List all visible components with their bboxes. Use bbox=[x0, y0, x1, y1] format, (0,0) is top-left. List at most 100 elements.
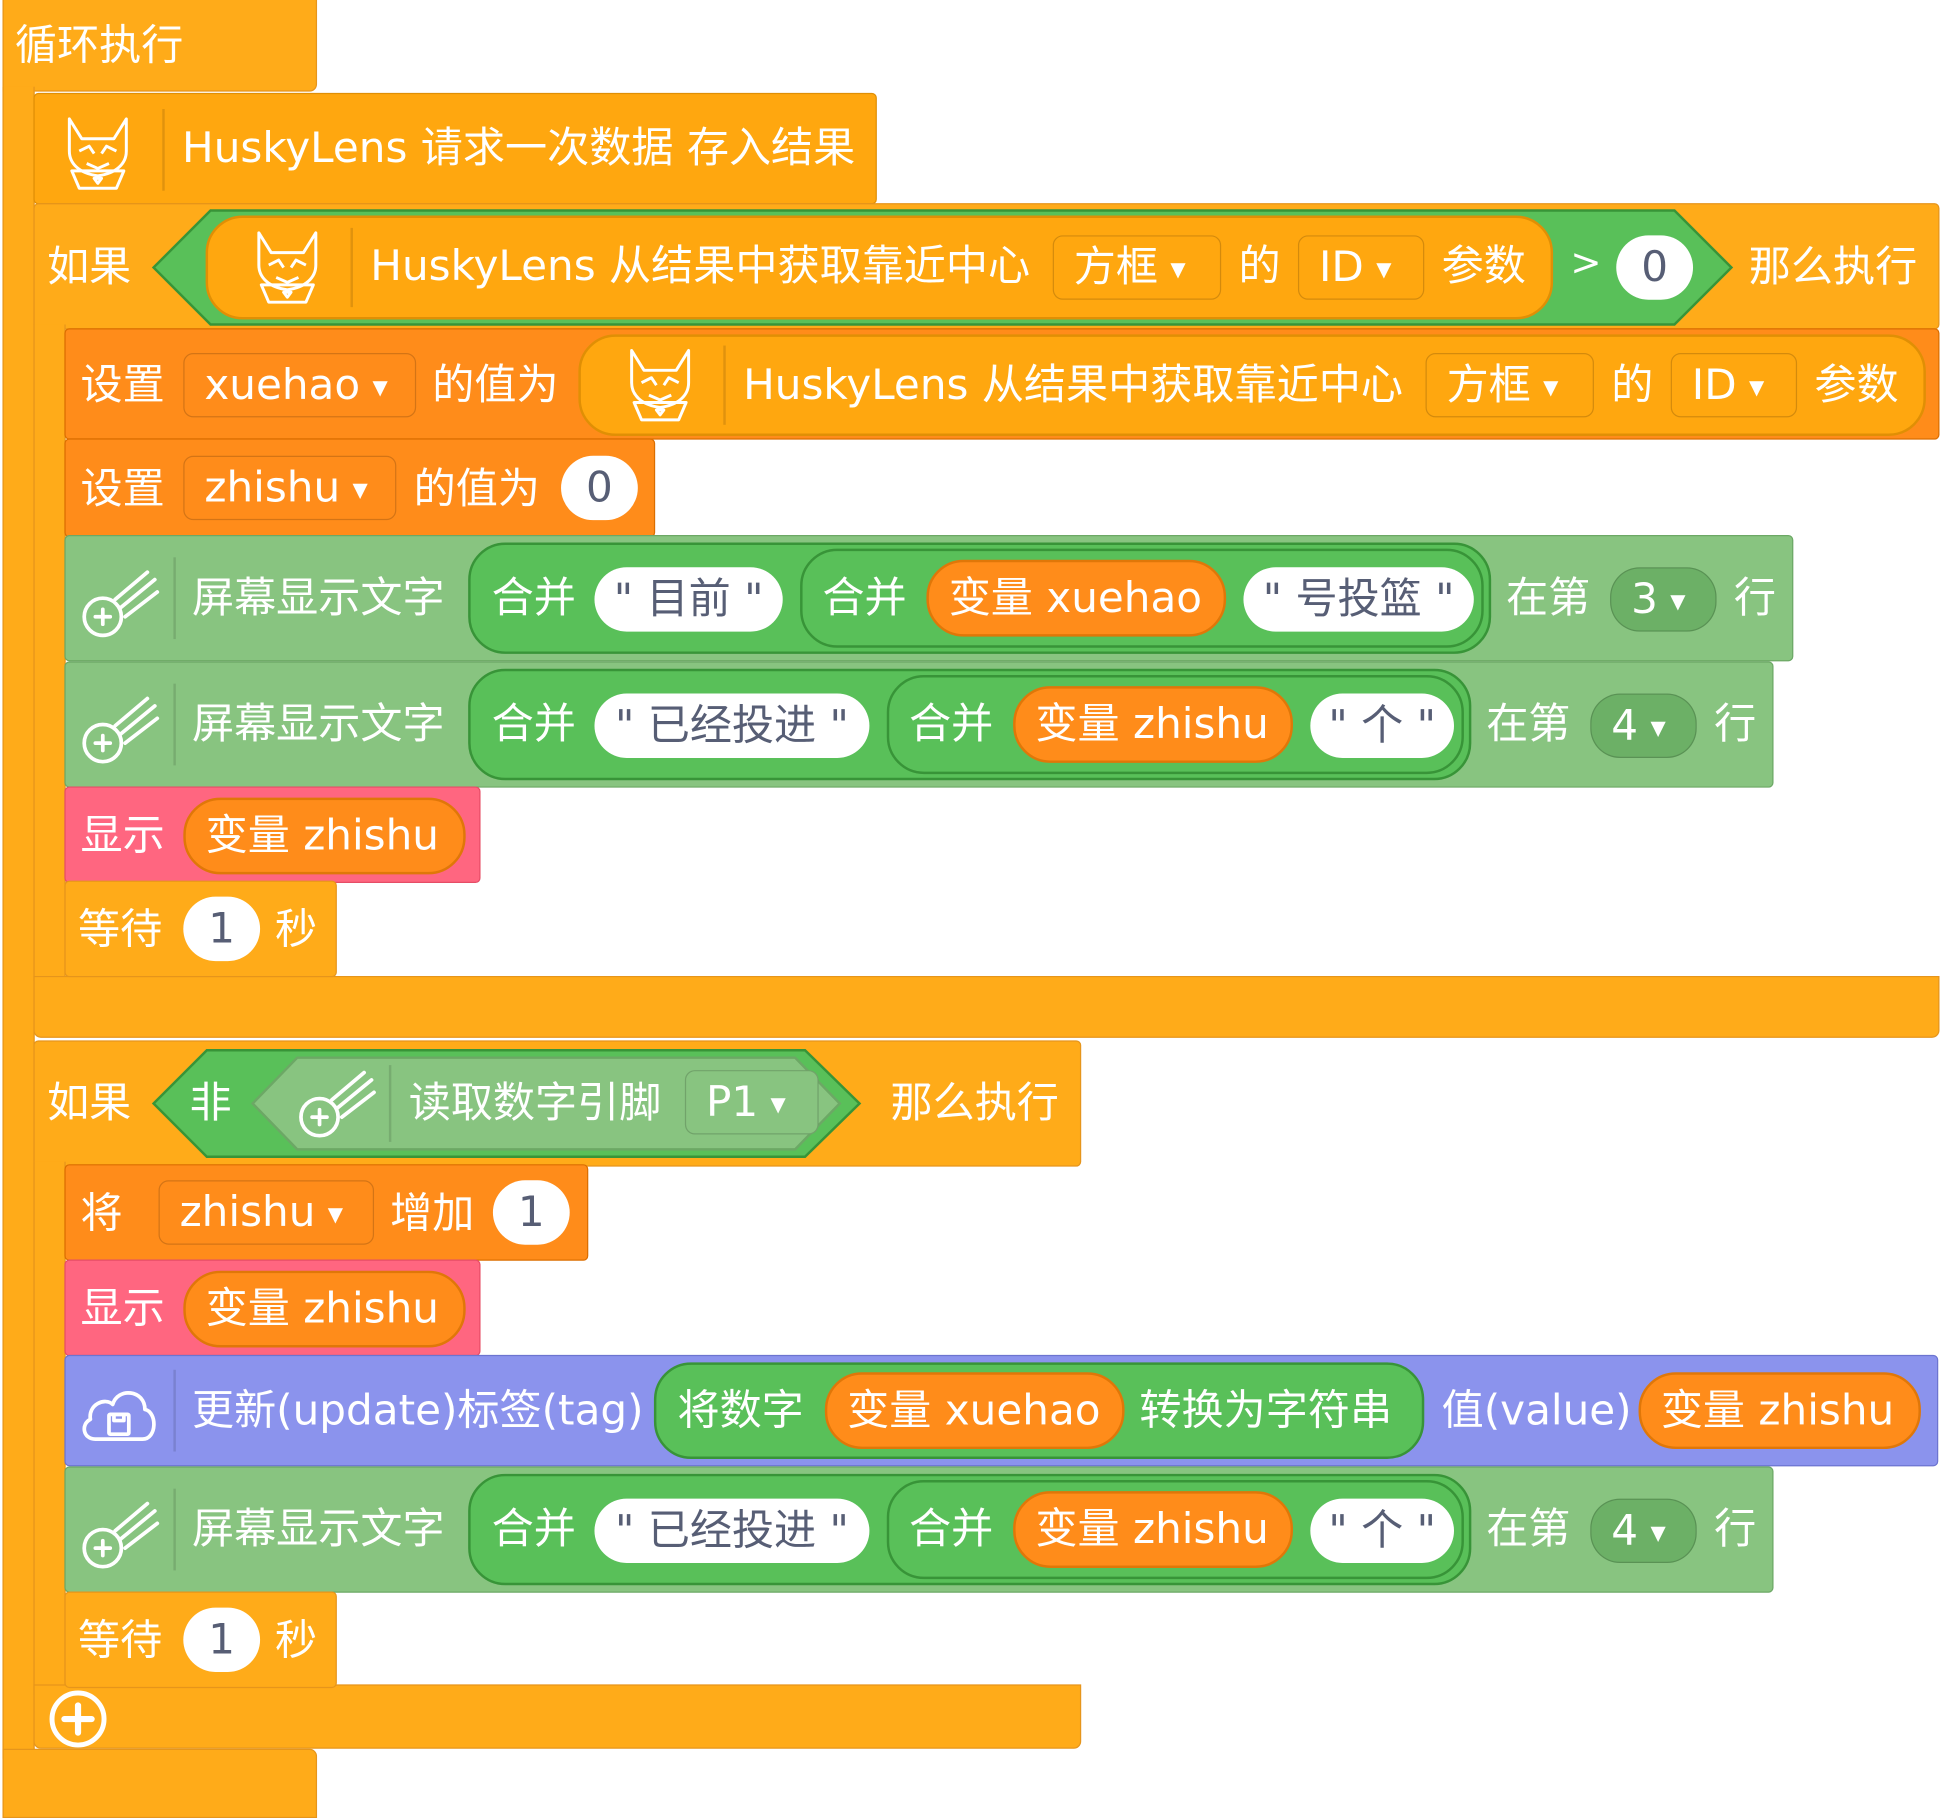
variable-reporter[interactable] bbox=[1013, 686, 1293, 763]
shape-type-dropdown[interactable]: 方框▼ bbox=[1425, 352, 1594, 418]
line-dropdown[interactable]: 4▼ bbox=[1590, 1498, 1697, 1563]
variable-reporter[interactable] bbox=[183, 797, 466, 875]
wait-seconds-input[interactable]: 1 bbox=[183, 1607, 261, 1672]
display-waves-icon bbox=[82, 1501, 160, 1569]
row-label: 行 bbox=[1714, 699, 1757, 750]
variable-reporter[interactable] bbox=[1638, 1372, 1921, 1450]
join-label: 合并 bbox=[909, 1504, 994, 1555]
display-waves-icon bbox=[82, 570, 160, 638]
variable-dropdown[interactable]: zhishu▼ bbox=[183, 455, 397, 521]
variable-reporter[interactable] bbox=[183, 1270, 466, 1348]
variable-label: 变量 zhishu bbox=[1035, 1504, 1269, 1555]
forever-bottom bbox=[2, 1748, 318, 1818]
forever-arm bbox=[2, 86, 35, 1759]
variable-label: 变量 zhishu bbox=[205, 1284, 440, 1334]
if-block-1-bottom bbox=[33, 975, 1940, 1038]
divider bbox=[723, 345, 726, 425]
to-label: 的值为 bbox=[432, 360, 559, 410]
shape-type-dropdown[interactable]: 方框▼ bbox=[1052, 235, 1222, 300]
variable-reporter[interactable] bbox=[926, 559, 1227, 637]
greater-than-op: > bbox=[1570, 241, 1602, 285]
to-string-label: 转换为字符串 bbox=[1139, 1385, 1393, 1436]
value-input[interactable]: 0 bbox=[561, 455, 638, 521]
line-dropdown[interactable]: 3▼ bbox=[1610, 567, 1717, 632]
husky-get-reporter[interactable] bbox=[578, 334, 1926, 436]
compare-value-input[interactable]: 0 bbox=[1616, 235, 1694, 300]
string-input[interactable]: " 个 " bbox=[1310, 1498, 1454, 1563]
variable-reporter[interactable] bbox=[1013, 1491, 1293, 1568]
line-dropdown[interactable]: 4▼ bbox=[1590, 693, 1697, 758]
row-label: 行 bbox=[1733, 573, 1777, 623]
then-label: 那么执行 bbox=[1748, 242, 1918, 293]
husky-get-text: HuskyLens 从结果中获取靠近中心 bbox=[743, 360, 1403, 410]
at-label: 在第 bbox=[1486, 699, 1571, 750]
value-label: 值(value) bbox=[1441, 1385, 1632, 1436]
forever-block[interactable] bbox=[2, 0, 318, 92]
set-label: 设置 bbox=[80, 360, 165, 410]
join-label: 合并 bbox=[491, 699, 576, 750]
wait-label: 等待 bbox=[78, 905, 163, 955]
variable-dropdown[interactable]: zhishu▼ bbox=[158, 1180, 375, 1245]
if-block-2-arm bbox=[33, 1161, 66, 1695]
add-label: 增加 bbox=[390, 1188, 475, 1239]
divider bbox=[388, 1065, 392, 1142]
show-label: 显示 bbox=[80, 811, 165, 861]
string-input[interactable]: " 号投篮 " bbox=[1243, 567, 1474, 632]
huskylens-fox-icon bbox=[257, 231, 318, 304]
string-input[interactable]: " 个 " bbox=[1310, 693, 1454, 758]
change-label: 将 bbox=[80, 1188, 123, 1239]
read-pin-label: 读取数字引脚 bbox=[408, 1078, 662, 1129]
husky-get-text: HuskyLens 从结果中获取靠近中心 bbox=[370, 241, 1031, 292]
convert-label: 将数字 bbox=[677, 1385, 804, 1436]
if-block-2-bottom bbox=[33, 1684, 1082, 1749]
divider bbox=[173, 1488, 176, 1571]
set-label: 设置 bbox=[80, 464, 165, 514]
to-label: 的值为 bbox=[413, 464, 540, 514]
string-input[interactable]: " 目前 " bbox=[594, 567, 783, 632]
husky-request-block[interactable] bbox=[33, 92, 877, 205]
string-input[interactable]: " 已经投进 " bbox=[594, 1498, 870, 1563]
param-dropdown[interactable]: ID▼ bbox=[1297, 235, 1425, 300]
variable-label: 变量 xuehao bbox=[948, 573, 1203, 623]
variable-dropdown[interactable]: xuehao▼ bbox=[183, 352, 417, 418]
husky-get-reporter[interactable] bbox=[205, 215, 1554, 320]
variable-reporter[interactable] bbox=[824, 1372, 1125, 1450]
display-waves-icon bbox=[299, 1070, 376, 1138]
param-dropdown[interactable]: ID▼ bbox=[1670, 352, 1798, 418]
at-label: 在第 bbox=[1506, 573, 1591, 623]
wait-seconds-input[interactable]: 1 bbox=[183, 896, 261, 962]
join-label: 合并 bbox=[491, 1504, 576, 1555]
oled-label: 屏幕显示文字 bbox=[191, 699, 445, 750]
show-label: 显示 bbox=[80, 1284, 165, 1334]
then-label: 那么执行 bbox=[890, 1078, 1059, 1129]
wait-label: 等待 bbox=[78, 1616, 163, 1666]
variable-label: 变量 zhishu bbox=[1660, 1385, 1895, 1436]
display-waves-icon bbox=[82, 696, 160, 764]
huskylens-fox-icon bbox=[67, 117, 128, 190]
if-label: 如果 bbox=[47, 1078, 132, 1129]
iot-label: 更新(update)标签(tag) bbox=[191, 1385, 644, 1436]
join-label: 合并 bbox=[909, 699, 994, 750]
variable-label: 变量 zhishu bbox=[205, 811, 440, 861]
variable-label: 变量 xuehao bbox=[847, 1385, 1101, 1436]
divider bbox=[350, 227, 353, 308]
seconds-label: 秒 bbox=[274, 905, 318, 955]
variable-label: 变量 zhishu bbox=[1035, 699, 1269, 750]
of-label: 的 bbox=[1611, 360, 1654, 410]
husky-request-text: HuskyLens 请求一次数据 存入结果 bbox=[182, 123, 856, 174]
cloud-save-icon bbox=[82, 1391, 156, 1441]
forever-label: 循环执行 bbox=[14, 21, 184, 71]
divider bbox=[162, 108, 165, 191]
oled-label: 屏幕显示文字 bbox=[191, 573, 445, 623]
divider bbox=[173, 683, 176, 766]
plus-circle-icon[interactable] bbox=[47, 1688, 109, 1750]
not-label: 非 bbox=[189, 1078, 232, 1129]
param-suffix: 参数 bbox=[1814, 360, 1899, 410]
string-input[interactable]: " 已经投进 " bbox=[594, 693, 870, 758]
param-suffix: 参数 bbox=[1441, 241, 1526, 292]
pin-dropdown[interactable]: P1▼ bbox=[684, 1070, 819, 1135]
set-variable-block[interactable] bbox=[64, 438, 656, 538]
increment-input[interactable]: 1 bbox=[492, 1180, 570, 1245]
of-label: 的 bbox=[1238, 241, 1281, 292]
row-label: 行 bbox=[1714, 1504, 1757, 1555]
